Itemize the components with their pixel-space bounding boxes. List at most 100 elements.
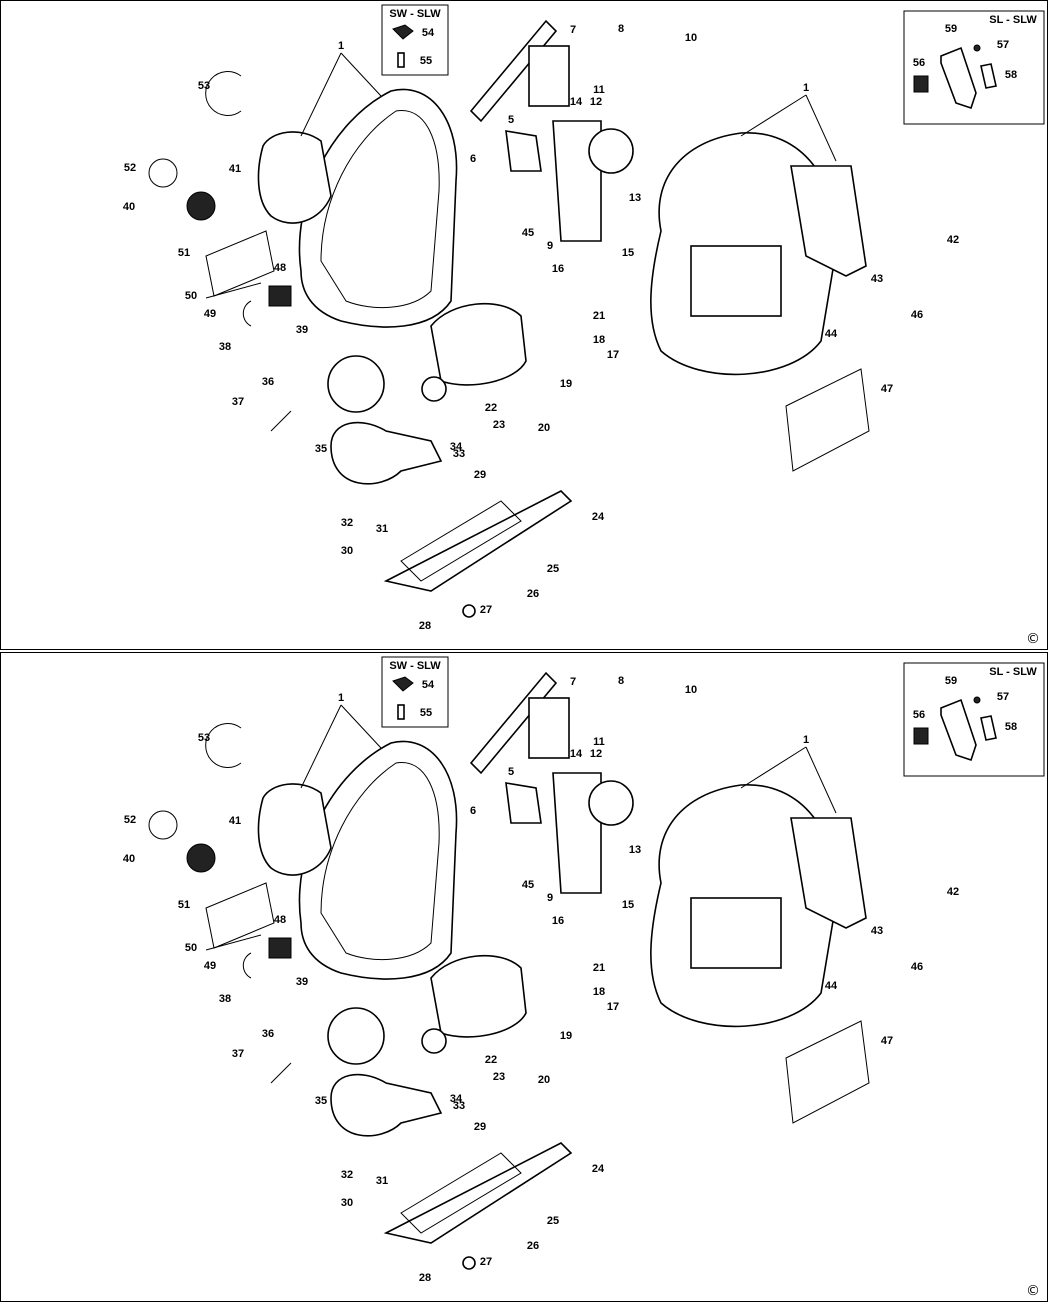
callout-label-16: 16 bbox=[552, 915, 564, 927]
callout-label-13: 13 bbox=[629, 844, 641, 856]
callout-label-11: 11 bbox=[593, 736, 605, 748]
part-54-shape bbox=[392, 24, 414, 40]
motor-fan-shape bbox=[421, 376, 447, 402]
motor-shape bbox=[430, 302, 527, 386]
callout-label-36: 36 bbox=[262, 1028, 274, 1040]
callout-label-47: 47 bbox=[881, 1035, 893, 1047]
screw-27-shape bbox=[462, 604, 476, 618]
callout-label-43: 43 bbox=[871, 925, 883, 937]
callout-label-59: 59 bbox=[945, 675, 957, 687]
part-56-shape bbox=[913, 727, 929, 745]
callout-label-50: 50 bbox=[185, 290, 197, 302]
shoe-inner bbox=[400, 1152, 522, 1234]
part-52-shape bbox=[148, 158, 178, 188]
callout-label-13: 13 bbox=[629, 192, 641, 204]
callout-label-1: 1 bbox=[338, 40, 344, 52]
callout-label-25: 25 bbox=[547, 1215, 559, 1227]
callout-label-37: 37 bbox=[232, 1048, 244, 1060]
callout-label-19: 19 bbox=[560, 378, 572, 390]
callout-label-58: 58 bbox=[1005, 721, 1017, 733]
callout-label-23: 23 bbox=[493, 1071, 505, 1083]
callout-label-55: 55 bbox=[420, 707, 432, 719]
callout-label-19: 19 bbox=[560, 1030, 572, 1042]
callout-label-8: 8 bbox=[618, 675, 624, 687]
end-cap-36-shape bbox=[327, 355, 385, 413]
callout-label-11: 11 bbox=[593, 84, 605, 96]
callout-label-23: 23 bbox=[493, 419, 505, 431]
cord-37-shape bbox=[270, 410, 292, 432]
part-51-shape bbox=[205, 882, 275, 949]
variant-box-sw-slw bbox=[381, 4, 449, 76]
callout-label-24: 24 bbox=[592, 511, 605, 523]
part-55-shape bbox=[397, 704, 405, 720]
callout-label-27: 27 bbox=[480, 1256, 492, 1268]
part-50-shape bbox=[205, 282, 262, 299]
part-52-shape bbox=[148, 810, 178, 840]
callout-label-8: 8 bbox=[618, 23, 624, 35]
part-56-shape bbox=[913, 75, 929, 93]
callout-label-45: 45 bbox=[522, 879, 534, 891]
callout-label-7: 7 bbox=[570, 676, 576, 688]
callout-label-33: 33 bbox=[453, 448, 465, 460]
callout-label-48: 48 bbox=[274, 914, 286, 926]
callout-label-14: 14 bbox=[570, 748, 583, 760]
callout-label-21: 21 bbox=[593, 962, 605, 974]
callout-label-39: 39 bbox=[296, 324, 308, 336]
screw-27-shape bbox=[462, 1256, 476, 1270]
callout-label-9: 9 bbox=[547, 240, 553, 252]
callout-label-41: 41 bbox=[229, 815, 241, 827]
end-cap-36-shape bbox=[327, 1007, 385, 1065]
callout-label-51: 51 bbox=[178, 247, 190, 259]
part-53-shape bbox=[205, 71, 242, 116]
callout-label-27: 27 bbox=[480, 604, 492, 616]
callout-label-35: 35 bbox=[315, 1095, 327, 1107]
callout-label-10: 10 bbox=[685, 684, 697, 696]
housing-left-shape bbox=[298, 740, 458, 980]
callout-label-20: 20 bbox=[538, 1074, 550, 1086]
decal-47-shape bbox=[785, 1020, 870, 1124]
callout-label-7: 7 bbox=[570, 24, 576, 36]
leader-1-left bbox=[300, 52, 382, 137]
motor-shape bbox=[430, 954, 527, 1038]
callout-label-24: 24 bbox=[592, 1163, 605, 1175]
part-49-shape bbox=[242, 952, 252, 979]
variant-box-sl-slw bbox=[903, 662, 1045, 777]
callout-label-38: 38 bbox=[219, 993, 231, 1005]
part-58-shape bbox=[973, 696, 981, 704]
trigger-shape bbox=[505, 130, 542, 172]
callout-label-32: 32 bbox=[341, 1169, 353, 1181]
callout-label-51: 51 bbox=[178, 899, 190, 911]
part-48-shape bbox=[268, 285, 292, 307]
variant-box-sl-slw-title: SL - SLW bbox=[989, 14, 1037, 26]
callout-label-26: 26 bbox=[527, 1240, 539, 1252]
motor-window-shape bbox=[690, 897, 782, 969]
callout-label-44: 44 bbox=[825, 328, 838, 340]
callout-label-28: 28 bbox=[419, 1272, 431, 1284]
callout-label-18: 18 bbox=[593, 986, 605, 998]
callout-label-54: 54 bbox=[422, 679, 435, 691]
callout-label-58: 58 bbox=[1005, 69, 1017, 81]
part-59-shape bbox=[980, 715, 997, 741]
callout-label-53: 53 bbox=[198, 80, 210, 92]
callout-label-12: 12 bbox=[590, 96, 602, 108]
callout-label-54: 54 bbox=[422, 27, 435, 39]
callout-label-49: 49 bbox=[204, 308, 216, 320]
callout-label-38: 38 bbox=[219, 341, 231, 353]
callout-label-22: 22 bbox=[485, 402, 497, 414]
callout-label-52: 52 bbox=[124, 814, 136, 826]
variant-box-sl-slw-title: SL - SLW bbox=[989, 666, 1037, 678]
rear-cover-right-shape bbox=[790, 817, 867, 929]
cover-35-shape bbox=[330, 421, 443, 485]
callout-label-40: 40 bbox=[123, 201, 135, 213]
callout-label-30: 30 bbox=[341, 545, 353, 557]
callout-label-35: 35 bbox=[315, 443, 327, 455]
callout-label-34: 34 bbox=[450, 1093, 463, 1105]
callout-label-18: 18 bbox=[593, 334, 605, 346]
part-57-shape bbox=[940, 698, 977, 762]
callout-label-29: 29 bbox=[474, 1121, 486, 1133]
callout-label-47: 47 bbox=[881, 383, 893, 395]
cord-37-shape bbox=[270, 1062, 292, 1084]
